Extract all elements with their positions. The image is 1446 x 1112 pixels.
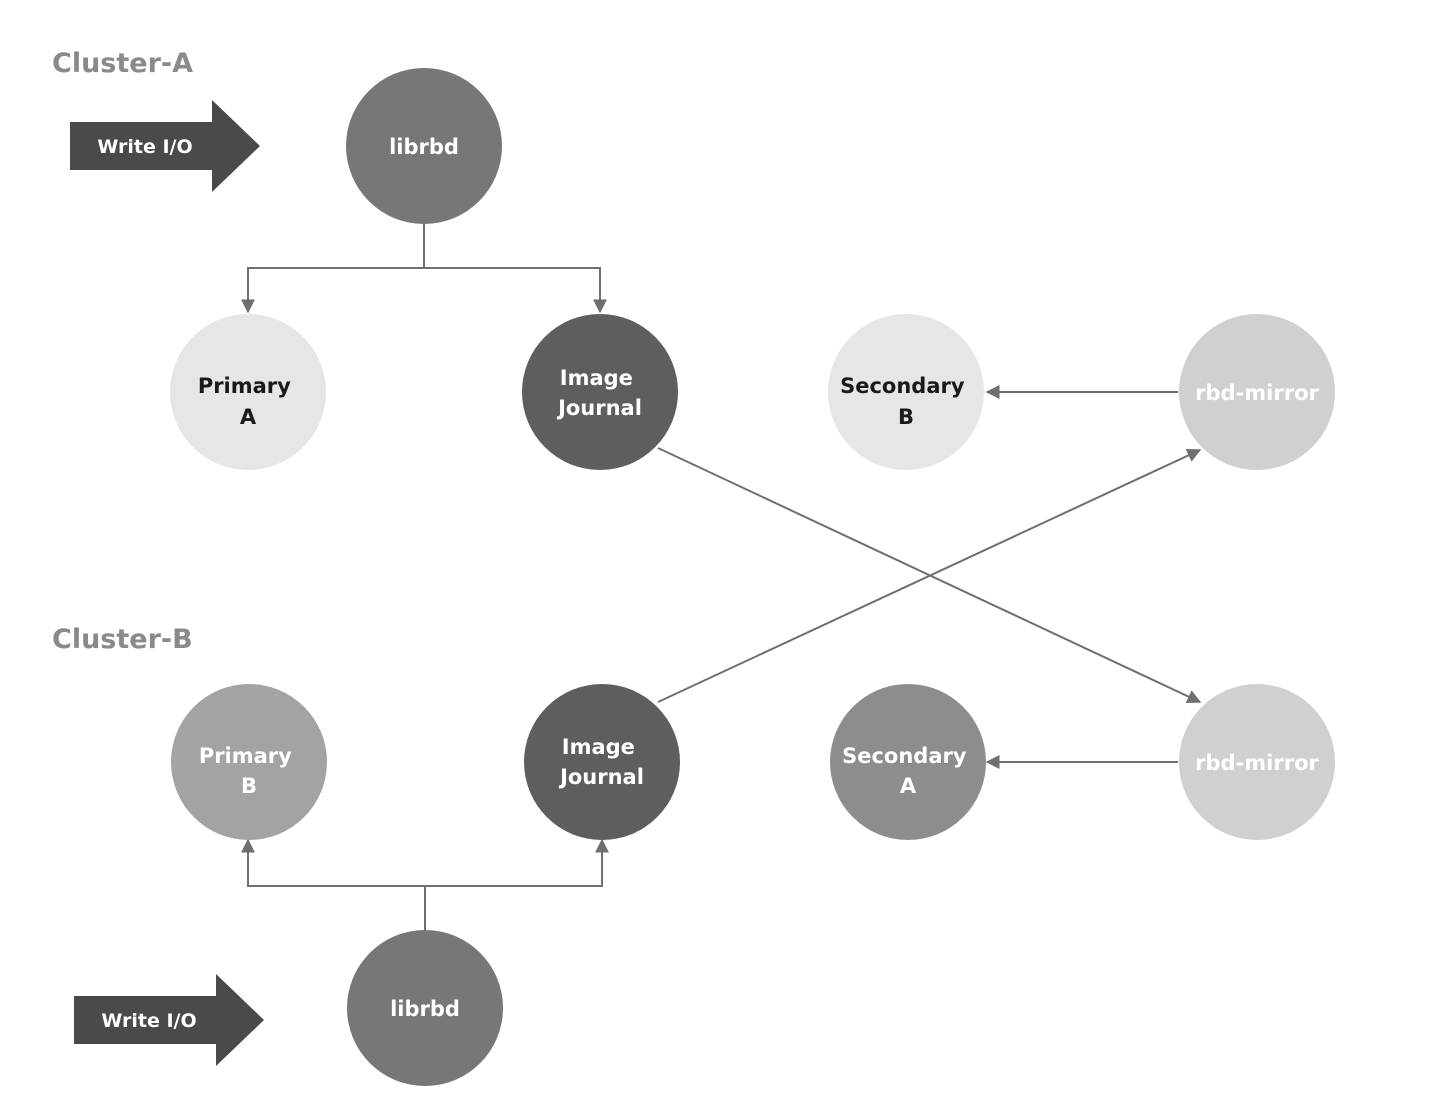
rbd-mirror-a-label: rbd-mirror bbox=[1195, 381, 1319, 405]
cluster-b-title: Cluster-B bbox=[52, 624, 193, 655]
write-io-arrow-a: Write I/O bbox=[70, 100, 260, 192]
primary-b-label-line1: Primary bbox=[199, 744, 292, 768]
secondary-b-label-line1: Secondary bbox=[840, 374, 965, 398]
secondary-b-label-line2: B bbox=[898, 405, 914, 429]
write-io-arrow-a-shape bbox=[70, 100, 260, 192]
image-journal-b-node: Image Journal bbox=[524, 684, 680, 840]
secondary-a-node: Secondary A bbox=[830, 684, 986, 840]
rbd-mirror-a-node: rbd-mirror bbox=[1179, 314, 1335, 470]
secondary-a-label-line1: Secondary bbox=[842, 744, 967, 768]
primary-b-node: Primary B bbox=[171, 684, 327, 840]
librbd-label-a: librbd bbox=[389, 135, 459, 159]
journal-a-label-line2: Journal bbox=[556, 396, 642, 420]
primary-a-label-line1: Primary bbox=[198, 374, 291, 398]
librbd-node-b: librbd bbox=[347, 930, 503, 1086]
connector-journal-b-to-mirror-a bbox=[657, 448, 1202, 703]
connector-librbd-b-to-primary-b bbox=[241, 838, 425, 887]
primary-a-node: Primary A bbox=[170, 314, 326, 470]
primary-a-label-line2: A bbox=[240, 405, 257, 429]
connector-librbd-a-to-journal-a bbox=[424, 267, 607, 314]
svg-text:Primary A: Primary A bbox=[198, 374, 298, 429]
secondary-a-label-line2: A bbox=[900, 774, 917, 798]
librbd-node-a: librbd bbox=[346, 68, 502, 224]
primary-b-label-line2: B bbox=[241, 774, 257, 798]
cluster-a-title: Cluster-A bbox=[52, 48, 193, 79]
rbd-mirror-b-label: rbd-mirror bbox=[1195, 751, 1319, 775]
journal-b-label-line1: Image bbox=[562, 735, 635, 759]
librbd-label-b: librbd bbox=[390, 997, 460, 1021]
svg-text:Secondary A: Secondary A bbox=[842, 744, 974, 798]
journal-b-label-line2: Journal bbox=[558, 765, 644, 789]
write-io-arrow-b-shape bbox=[74, 974, 264, 1066]
svg-text:Image Journal: Image Journal bbox=[556, 366, 642, 420]
write-io-label-b: Write I/O bbox=[101, 1010, 196, 1032]
write-io-label-a: Write I/O bbox=[97, 136, 192, 158]
secondary-b-node: Secondary B bbox=[828, 314, 984, 470]
connector-librbd-b-to-journal-b bbox=[425, 838, 609, 887]
image-journal-a-node: Image Journal bbox=[522, 314, 678, 470]
svg-text:Secondary B: Secondary B bbox=[840, 374, 972, 429]
rbd-mirror-b-node: rbd-mirror bbox=[1179, 684, 1335, 840]
journal-a-label-line1: Image bbox=[560, 366, 633, 390]
connector-librbd-a-to-primary-a bbox=[241, 267, 424, 314]
write-io-arrow-b: Write I/O bbox=[74, 974, 264, 1066]
svg-text:Primary B: Primary B bbox=[199, 744, 299, 798]
svg-text:Image Journal: Image Journal bbox=[558, 735, 644, 789]
